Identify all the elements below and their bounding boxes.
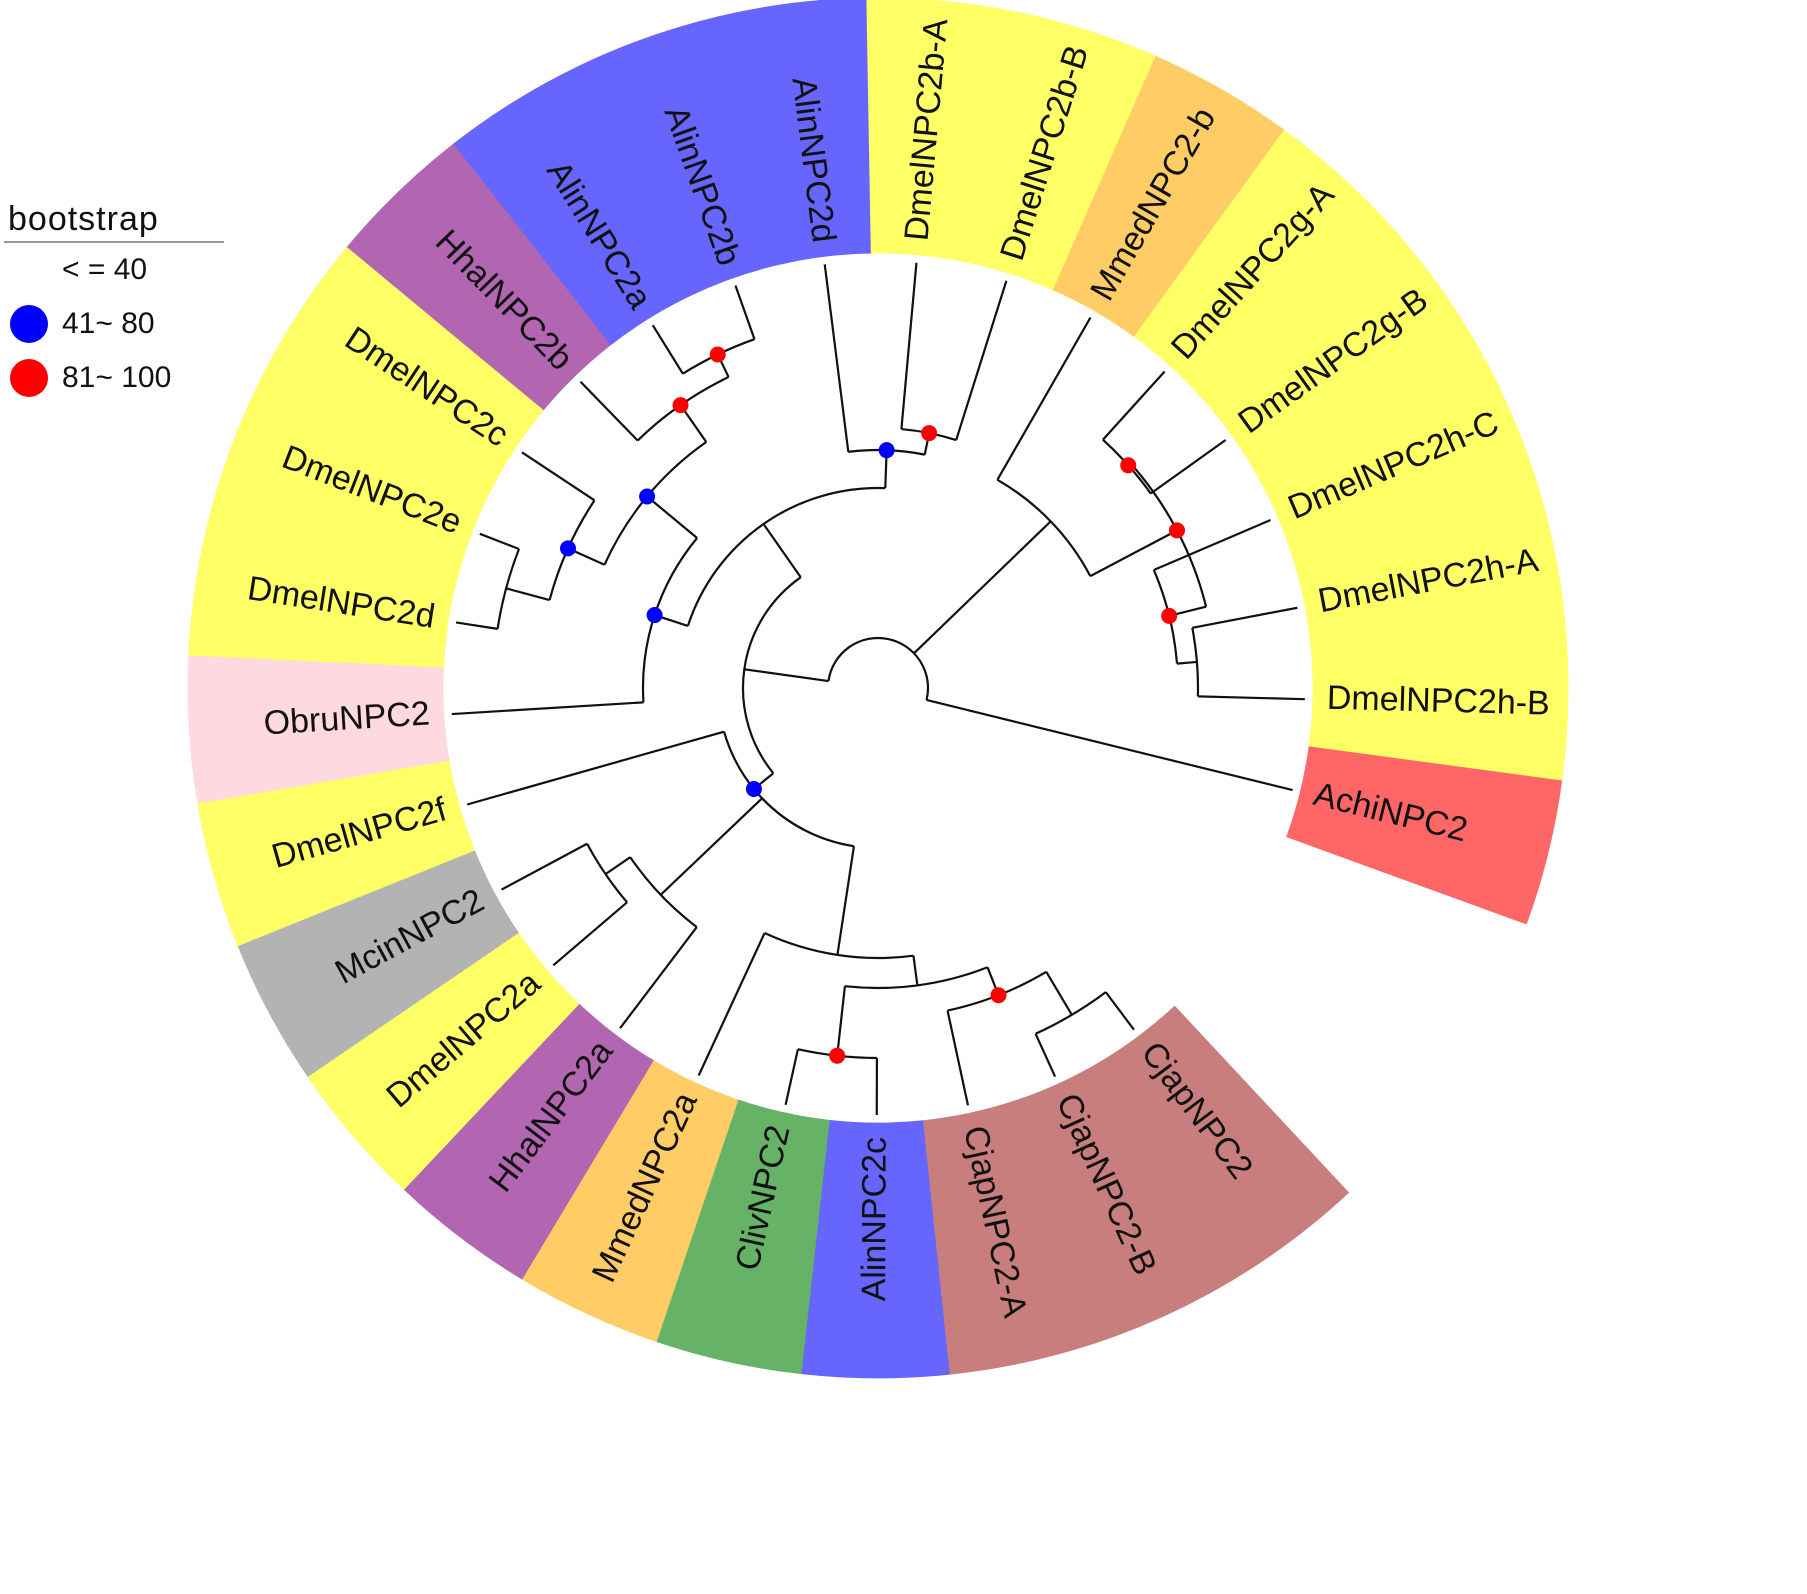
branch-line bbox=[651, 324, 684, 375]
branch-line bbox=[479, 532, 520, 551]
branch-line bbox=[913, 520, 1052, 655]
bootstrap-dot bbox=[646, 607, 663, 624]
clade-sector bbox=[1099, 1005, 1350, 1283]
bootstrap-dot bbox=[745, 781, 762, 798]
branch-line bbox=[955, 280, 1008, 441]
legend-dot-mid bbox=[10, 305, 48, 343]
bootstrap-dot bbox=[639, 488, 656, 505]
bootstrap-dot bbox=[1120, 457, 1137, 474]
branch-arc bbox=[827, 636, 930, 701]
branch-line bbox=[579, 380, 639, 442]
branch-line bbox=[619, 926, 698, 1029]
legend-item-low: < = 40 bbox=[4, 243, 224, 297]
leaf-label: DmelNPC2h-B bbox=[1326, 679, 1550, 723]
branch-line bbox=[762, 523, 802, 578]
branch-arc bbox=[686, 486, 886, 627]
bootstrap-dot bbox=[672, 397, 689, 414]
branch-line bbox=[659, 797, 763, 896]
branch-line bbox=[501, 842, 588, 891]
branch-line bbox=[946, 1010, 970, 1106]
branch-line bbox=[823, 264, 850, 452]
branch-line bbox=[1034, 1033, 1057, 1078]
branch-line bbox=[1150, 439, 1227, 495]
bootstrap-dot bbox=[1169, 522, 1186, 539]
branch-arc bbox=[1191, 627, 1200, 697]
branch-line bbox=[604, 856, 631, 876]
branch-line bbox=[900, 262, 918, 430]
legend-item-high: 81~ 100 bbox=[4, 351, 224, 405]
branch-line bbox=[646, 495, 698, 539]
legend-dot-high bbox=[10, 359, 48, 397]
legend-label-low: < = 40 bbox=[62, 253, 148, 286]
branch-arc bbox=[1035, 991, 1107, 1035]
tree-branches bbox=[451, 262, 1305, 1116]
branch-arc bbox=[496, 548, 520, 630]
branch-line bbox=[1102, 370, 1166, 441]
branch-line bbox=[836, 846, 856, 956]
legend-title: bootstrap bbox=[4, 200, 224, 243]
bootstrap-dot bbox=[1161, 607, 1178, 624]
branch-line bbox=[552, 901, 628, 967]
legend-label-high: 81~ 100 bbox=[62, 361, 172, 394]
bootstrap-dot bbox=[560, 540, 577, 557]
branch-arc bbox=[996, 478, 1092, 577]
bootstrap-dot bbox=[878, 442, 895, 459]
branch-line bbox=[1153, 519, 1272, 571]
branch-line bbox=[836, 986, 846, 1056]
bootstrap-dot bbox=[709, 346, 726, 363]
clade-color-sectors bbox=[187, 0, 1569, 1379]
branch-line bbox=[996, 317, 1092, 481]
branch-line bbox=[784, 1048, 799, 1106]
branch-line bbox=[455, 621, 498, 630]
bootstrap-markers bbox=[560, 346, 1186, 1064]
branch-line bbox=[1176, 660, 1198, 665]
branch-line bbox=[505, 587, 550, 602]
branch-arc bbox=[741, 576, 802, 774]
legend-item-mid: 41~ 80 bbox=[4, 297, 224, 351]
branch-line bbox=[466, 730, 725, 806]
bootstrap-dot bbox=[990, 987, 1007, 1004]
clade-sector bbox=[865, 0, 1015, 262]
branch-arc bbox=[764, 932, 914, 960]
branch-line bbox=[1089, 529, 1178, 578]
branch-line bbox=[1197, 695, 1305, 701]
branch-arc bbox=[844, 966, 988, 990]
branch-line bbox=[912, 955, 919, 986]
branch-line bbox=[1045, 971, 1073, 1016]
branch-arc bbox=[761, 797, 855, 848]
branch-line bbox=[521, 451, 596, 502]
branch-line bbox=[1192, 606, 1298, 629]
branch-line bbox=[926, 698, 1293, 792]
branch-arc bbox=[629, 856, 698, 928]
branch-line bbox=[744, 668, 829, 683]
leaf-label: AlinNPC2c bbox=[855, 1137, 893, 1302]
branch-line bbox=[734, 285, 756, 340]
bootstrap-legend: bootstrap < = 40 41~ 80 81~ 100 bbox=[4, 200, 224, 405]
branch-line bbox=[1104, 991, 1135, 1031]
bootstrap-dot bbox=[829, 1047, 846, 1064]
bootstrap-dot bbox=[921, 425, 938, 442]
branch-line bbox=[451, 701, 644, 716]
legend-label-mid: 41~ 80 bbox=[62, 307, 155, 340]
branch-line bbox=[697, 932, 766, 1076]
branch-arc bbox=[586, 843, 628, 904]
